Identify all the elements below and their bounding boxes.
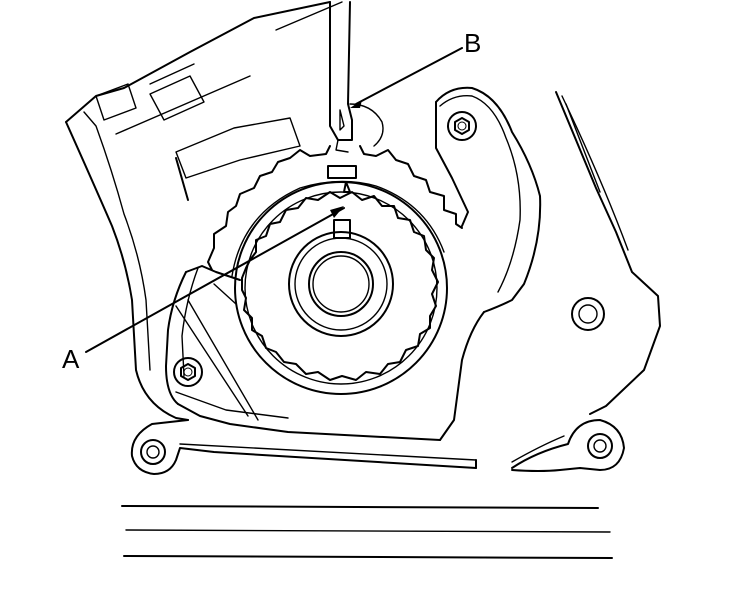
crank-pointer-mark bbox=[343, 181, 351, 193]
pointer-tool bbox=[329, 1, 384, 153]
leader-a bbox=[85, 207, 345, 353]
timing-marks bbox=[327, 165, 357, 193]
label-b: B bbox=[464, 28, 481, 58]
right-cover bbox=[555, 91, 661, 415]
cam-mark-window bbox=[327, 165, 357, 179]
label-a: A bbox=[62, 344, 80, 374]
engine-block-outline bbox=[65, 1, 343, 421]
lower-housing bbox=[130, 265, 625, 475]
crank-sprocket bbox=[234, 181, 448, 395]
leader-b bbox=[355, 47, 463, 105]
crank-key bbox=[333, 219, 351, 239]
leader-lines bbox=[85, 47, 463, 353]
tensioner-bracket bbox=[435, 86, 542, 313]
baseline-rules bbox=[121, 505, 613, 559]
